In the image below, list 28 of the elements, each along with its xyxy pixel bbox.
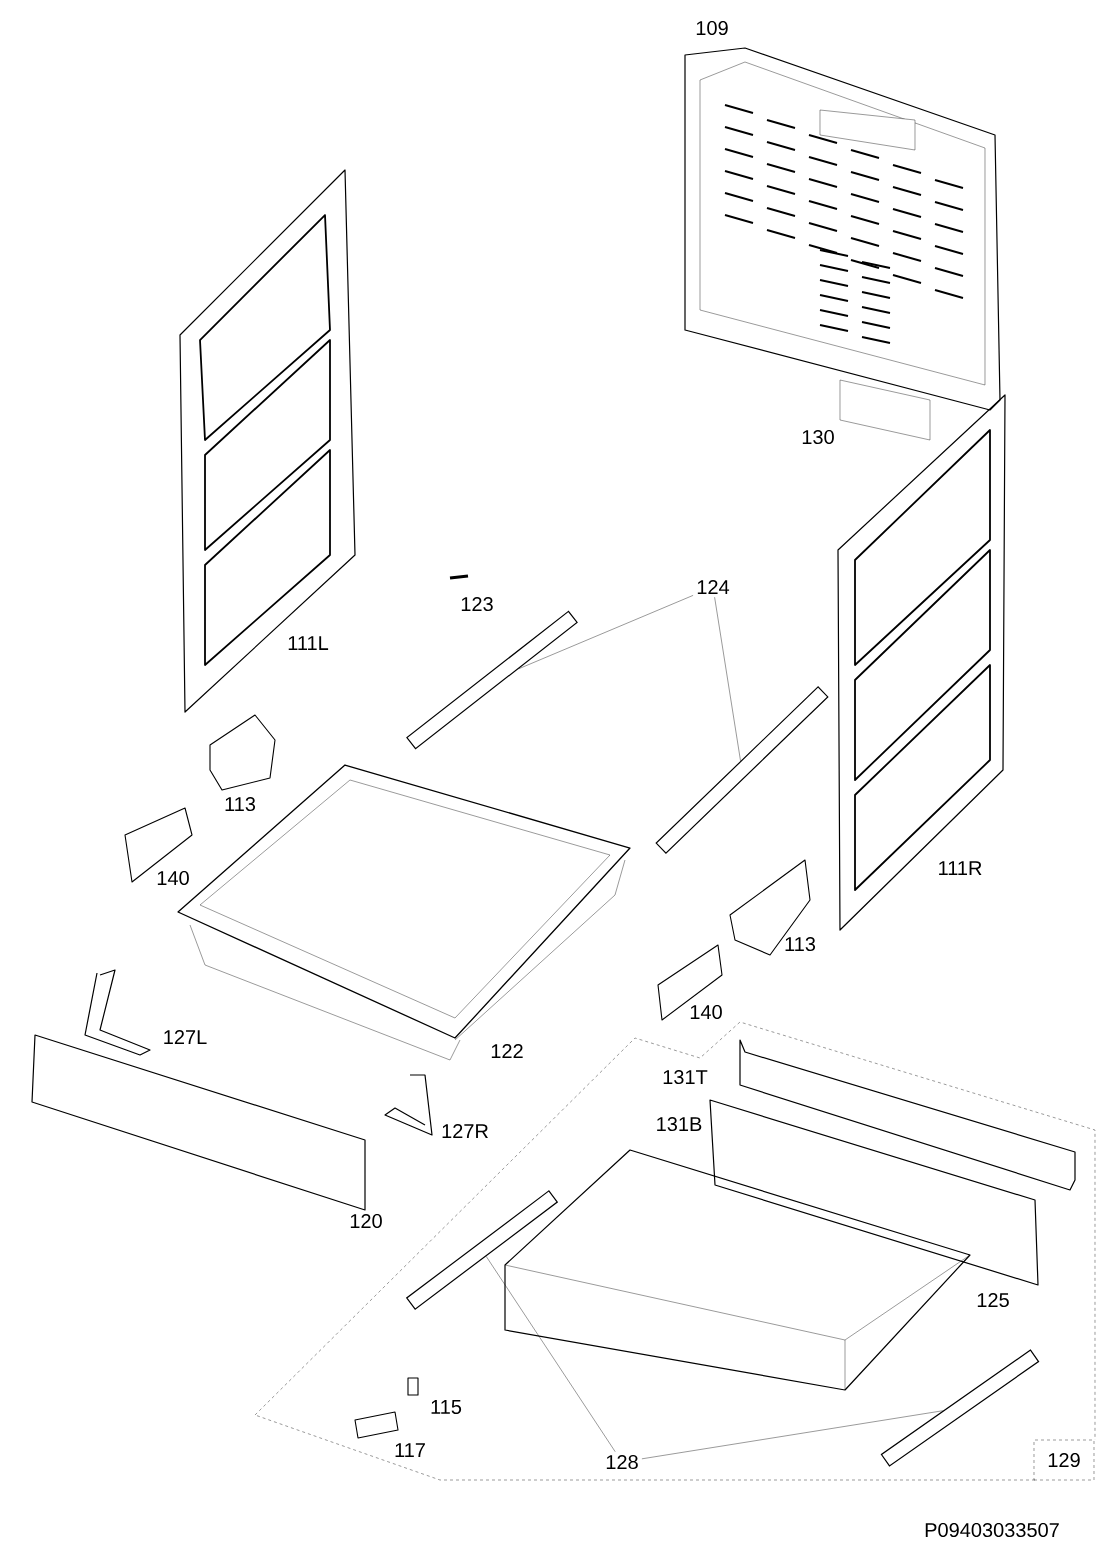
callout-number: 140 [690, 1004, 722, 1020]
rail [406, 610, 578, 750]
callout-number: 115 [431, 1400, 462, 1414]
callout-number: 122 [491, 1044, 523, 1058]
leader-line [518, 595, 694, 669]
callout-number: 113 [785, 936, 816, 952]
callout-number: 131T [663, 1069, 708, 1085]
callout-number: 125 [977, 1292, 1009, 1308]
callout-number: 111R [939, 861, 982, 875]
callout-box: 129 [1033, 1439, 1095, 1481]
callout-number: 127L [164, 1030, 207, 1044]
callout-number: 111L [288, 636, 329, 650]
callout-number: 140 [157, 870, 189, 886]
callout-number: 124 [697, 580, 730, 594]
rail [880, 1349, 1040, 1467]
callout-number: 128 [606, 1454, 638, 1470]
drawing-number: P09403033507 [925, 1522, 1059, 1538]
callout-number: 120 [350, 1213, 382, 1229]
leader-line [714, 597, 741, 762]
leader-line [486, 1256, 616, 1452]
callout-number: 109 [696, 20, 728, 36]
leader-line [641, 1410, 944, 1460]
callout-number: 117 [395, 1443, 425, 1457]
rail [655, 686, 829, 855]
callout-number: 113 [225, 796, 256, 812]
callout-number: 127R [442, 1124, 488, 1138]
callout-number: 131B [657, 1116, 702, 1132]
callout-number: 130 [802, 429, 834, 445]
